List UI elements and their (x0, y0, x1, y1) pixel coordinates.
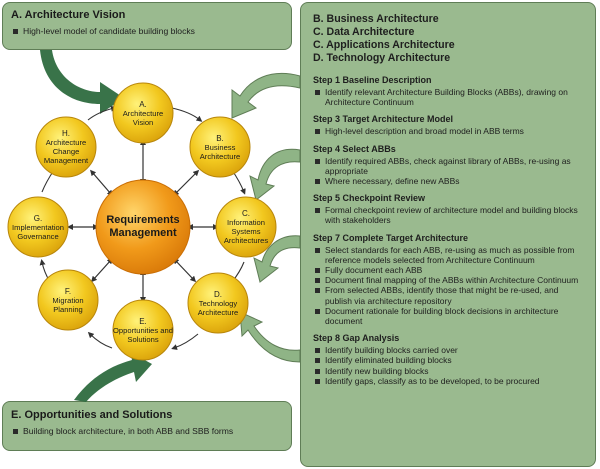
architecture-steps-panel: B. Business Architecture C. Data Archite… (300, 2, 596, 467)
phase-circle-c (215, 196, 277, 258)
phase-circle-b (189, 116, 251, 178)
green-arrow-e (74, 352, 152, 402)
panel-e-title: E. Opportunities and Solutions (11, 409, 173, 421)
phase-a-label: A. Architecture Vision (113, 95, 173, 131)
phase-g-label: G. Implementation Governance (4, 209, 72, 245)
phase-name: Technology Architecture (197, 298, 239, 317)
phase-circle-d (187, 272, 249, 334)
step-bullet: Select standards for each ABB, re-using … (313, 245, 585, 265)
cycle-arrow-d-e (171, 333, 199, 350)
phase-h-label: H. Architecture Change Management (36, 125, 96, 169)
step-8: Step 8 Gap Analysis Identify building bl… (313, 333, 585, 386)
step-title: Step 1 Baseline Description (313, 75, 432, 85)
phase-letter: G. (33, 213, 43, 223)
step-bullet: Fully document each ABB (313, 265, 585, 275)
phase-letter: C. (242, 209, 250, 218)
step-bullet: Identify new building blocks (313, 366, 585, 376)
phase-name: Architecture Change Management (43, 138, 89, 165)
center-connectors (67, 139, 219, 303)
step-title: Step 4 Select ABBs (313, 143, 396, 154)
phase-circle-a (112, 82, 174, 144)
step-bullet: Identify building blocks carried over (313, 345, 585, 355)
green-arrows (40, 50, 301, 402)
phase-circle-e (112, 299, 174, 361)
step-bullet: High-level description and broad model i… (313, 126, 585, 136)
connector-d (172, 257, 197, 283)
green-arrow-d (253, 235, 301, 283)
phase-name: Migration Planning (52, 295, 84, 314)
center-circle (95, 179, 191, 275)
green-arrow-a (40, 50, 124, 114)
step-bullet: Document rationale for building block de… (313, 306, 585, 326)
step-7: Step 7 Complete Target Architecture Sele… (313, 233, 585, 327)
phase-d-label: D. Technology Architecture (188, 285, 248, 321)
architecture-titles: B. Business Architecture C. Data Archite… (313, 13, 585, 65)
connector-h (90, 169, 113, 197)
phase-letter: E. (139, 316, 147, 326)
step-4: Step 4 Select ABBs Identify required ABB… (313, 144, 585, 187)
phase-name: Architecture Vision (122, 108, 164, 127)
step-title: Step 3 Target Architecture Model (313, 114, 454, 125)
panel-e-bullet: Building block architecture, in both ABB… (11, 426, 283, 437)
step-bullet: Identify required ABBs, check against li… (313, 156, 585, 176)
opportunities-solutions-panel: E. Opportunities and Solutions Building … (2, 401, 292, 451)
cycle-arrow-h-a (87, 105, 117, 121)
green-arrow-b (231, 72, 301, 119)
step-title: Step 7 Complete Target Architecture (313, 232, 469, 243)
green-arrow-c (249, 148, 301, 201)
step-1: Step 1 Baseline Description Identify rel… (313, 75, 585, 107)
step-title: Step 8 Gap Analysis (313, 333, 400, 344)
phase-f-label: F. Migration Planning (38, 282, 98, 318)
step-3: Step 3 Target Architecture Model High-le… (313, 114, 585, 136)
step-5: Step 5 Checkpoint Review Formal checkpoi… (313, 193, 585, 225)
step-title: Step 5 Checkpoint Review (313, 193, 426, 204)
phase-name: Business Architecture (199, 142, 241, 161)
center-label: Requirements Management (106, 214, 180, 239)
phase-c-label: C. Information Systems Architectures (216, 205, 276, 249)
step-bullet: Formal checkpoint review of architecture… (313, 205, 585, 225)
connector-f (90, 257, 114, 283)
phase-e-label: E. Opportunities and Solutions (113, 310, 173, 350)
step-bullet: From selected ABBs, identify those that … (313, 285, 585, 306)
phase-circle-h (35, 116, 97, 178)
phase-letter: D. (214, 289, 222, 299)
arch-title-data: C. Data Architecture (313, 26, 415, 38)
phase-name: Opportunities and Solutions (113, 325, 173, 344)
architecture-vision-panel: A. Architecture Vision High-level model … (2, 2, 292, 50)
phase-circle-f (37, 269, 99, 331)
cycle-arrow-e-f (87, 331, 113, 349)
step-bullet: Document final mapping of the ABBs withi… (313, 275, 585, 285)
step-bullet: Identify gaps, classify as to be develop… (313, 376, 585, 386)
step-bullet: Identify relevant Architecture Building … (313, 87, 585, 107)
arch-title-business: B. Business Architecture (313, 13, 439, 25)
phase-letter: A. (139, 99, 147, 109)
phase-letter: F. (64, 286, 72, 296)
cycle-arrow-a-b (171, 107, 203, 122)
phase-name: Implementation Governance (12, 222, 64, 241)
phase-letter: B. (216, 133, 224, 143)
step-bullet: Identify eliminated building blocks (313, 355, 585, 365)
step-bullet: Where necessary, define new ABBs (313, 176, 585, 186)
phase-circle-g (7, 196, 69, 258)
phase-letter: H. (62, 129, 70, 138)
panel-a-bullet: High-level model of candidate building b… (11, 26, 283, 37)
connector-b (172, 169, 200, 197)
arch-title-applications: C. Applications Architecture (313, 39, 455, 51)
phase-circles (7, 82, 277, 361)
arch-title-technology: D. Technology Architecture (313, 52, 451, 64)
phase-name: Information Systems Architectures (223, 218, 269, 245)
phase-b-label: B. Business Architecture (190, 129, 250, 165)
panel-a-title: A. Architecture Vision (11, 9, 126, 21)
green-arrow-d2 (239, 311, 301, 363)
